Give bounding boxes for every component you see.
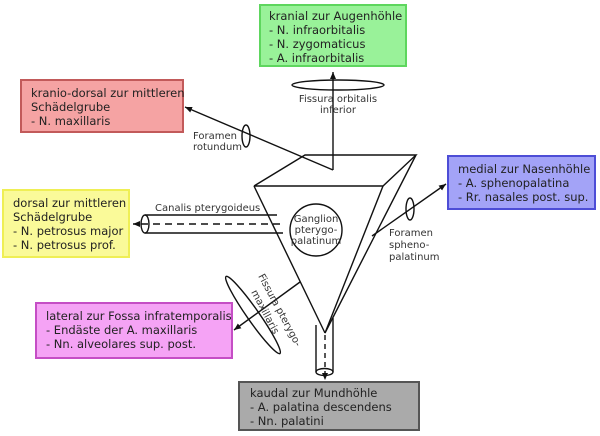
- spheno-line: [371, 183, 447, 237]
- pyramid-edge: [253, 185, 326, 334]
- canalis-ring: [140, 214, 150, 234]
- label-fissura-orbitalis: Fissura orbitalis: [299, 94, 377, 105]
- box-item: - Nn. palatini: [250, 414, 324, 428]
- box-title: dorsal zur mittleren: [13, 196, 127, 210]
- label-ganglion: Ganglion: [294, 214, 339, 225]
- box-dorsal: dorsal zur mittleren Schädelgrube - N. p…: [2, 189, 130, 258]
- label-foramen-rotundum: Foramen: [193, 131, 237, 142]
- fissura-ptery-ring: [224, 275, 282, 355]
- box-item: - N. infraorbitalis: [269, 23, 366, 37]
- label-foramen-spheno: Foramen: [389, 228, 433, 239]
- box-lateral-fossa: lateral zur Fossa infratemporalis - Endä…: [35, 302, 233, 359]
- box-title: kranial zur Augenhöhle: [269, 9, 403, 23]
- label-foramen-spheno: spheno-: [389, 240, 430, 251]
- foramen-rotundum-ring: [241, 124, 251, 148]
- box-item: - A. sphenopalatina: [458, 176, 570, 190]
- label-ganglion: palatinum: [291, 236, 342, 247]
- box-medial-nasenhoehle: medial zur Nasenhöhle - A. sphenopalatin…: [447, 155, 596, 210]
- box-title: kaudal zur Mundhöhle: [250, 386, 378, 400]
- label-foramen-spheno: palatinum: [389, 252, 440, 263]
- box-item: - Nn. alveolares sup. post.: [46, 337, 196, 351]
- box-item: - Rr. nasales post. sup.: [458, 190, 589, 204]
- rotundum-line: [184, 106, 334, 171]
- pyramid-edge: [324, 185, 384, 334]
- box-kranial-augenhoehle: kranial zur Augenhöhle - N. infraorbital…: [259, 4, 407, 67]
- box-item: - A. infraorbitalis: [269, 51, 365, 65]
- pyramid-top-face: [253, 154, 418, 187]
- label-fissura-orbitalis: inferior: [320, 105, 357, 116]
- ganglion-circle: [289, 203, 343, 257]
- label-foramen-rotundum: rotundum: [193, 142, 242, 153]
- kaudal-ring: [315, 367, 334, 377]
- box-item: - N. zygomaticus: [269, 37, 366, 51]
- box-title: Schädelgrube: [13, 210, 93, 224]
- box-item: - N. petrosus prof.: [13, 238, 116, 252]
- box-title: medial zur Nasenhöhle: [458, 162, 591, 176]
- foramen-spheno-ring: [405, 197, 415, 221]
- box-kranio-dorsal: kranio-dorsal zur mittleren Schädelgrube…: [20, 79, 185, 133]
- box-item: - N. petrosus major: [13, 224, 124, 238]
- box-item: - N. maxillaris: [31, 114, 111, 128]
- box-title: Schädelgrube: [31, 100, 111, 114]
- box-title: kranio-dorsal zur mittleren: [31, 86, 185, 100]
- ptery-line: [233, 281, 301, 331]
- fissura-orbitalis-ring: [291, 79, 385, 91]
- box-item: - A. palatina descendens: [250, 400, 392, 414]
- label-canalis: Canalis pterygoideus: [155, 203, 260, 214]
- label-ganglion: pterygo-: [295, 225, 338, 236]
- box-item: - Endäste der A. maxillaris: [46, 323, 198, 337]
- box-title: lateral zur Fossa infratemporalis: [46, 309, 232, 323]
- pyramid-edge: [324, 154, 417, 334]
- box-kaudal-mundhoehle: kaudal zur Mundhöhle - A. palatina desce…: [238, 381, 420, 431]
